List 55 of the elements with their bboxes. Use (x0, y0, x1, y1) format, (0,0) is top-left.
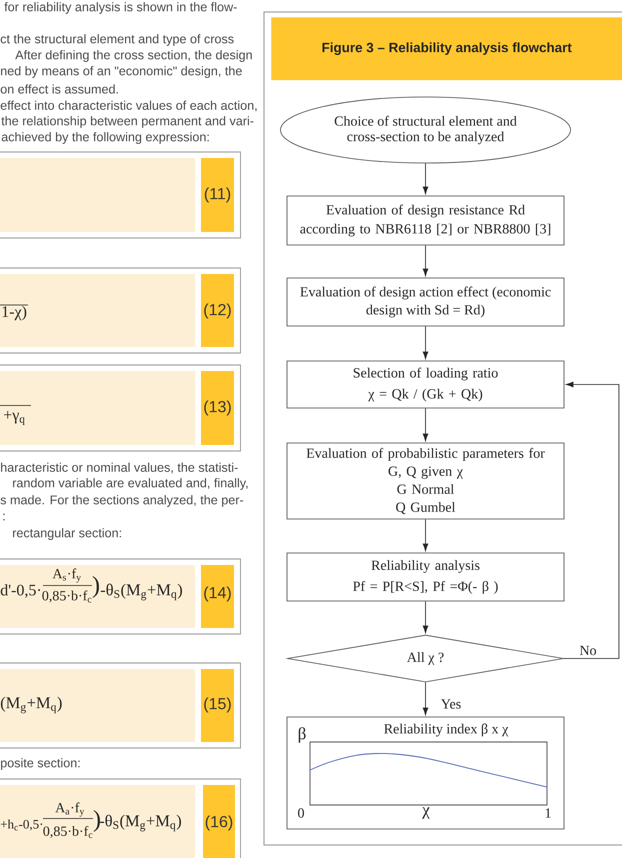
body-text: haracteristic or nominal values, the statisti- (1, 462, 238, 474)
formula: 1-χ) (0, 304, 28, 320)
node-label: -θ$_{S}$(M$_{g}$+M$_{q}$) (100, 584, 182, 600)
arrow (422, 601, 428, 634)
edge-label: Yes (440, 698, 462, 710)
process-box: Evaluation of design resistance Rd according to NBR6118 [2] or NBR8800 [3] (286, 196, 564, 246)
body-text: on effect is assumed. (0, 84, 118, 94)
arrow (564, 382, 620, 659)
body-text: : (3, 514, 5, 520)
tick-label: 0 (298, 808, 304, 818)
body-text: for reliability analysis is shown in the flow- (4, 2, 237, 14)
formula: +γ$_{q}$ (0, 405, 32, 425)
body-text: effect into characteristic values of each action, (0, 100, 257, 112)
node-label: ) (94, 810, 100, 832)
body-text: ned by means of an "economic" design, the (1, 66, 242, 78)
axis-label: β (298, 727, 306, 743)
node-label: A$_{a}$·f$_{y}$ (55, 802, 84, 817)
node-label: +h$_{c}$-0,5· (0, 820, 42, 831)
arrow (422, 682, 428, 716)
equation-number: (14) (201, 565, 234, 628)
node-label: A$_{s}$·f$_{y}$ (52, 568, 82, 583)
arrow (422, 163, 428, 194)
equation-number: (15) (201, 669, 234, 742)
title-banner: Figure 3 – Reliability analysis flowchart (271, 17, 622, 80)
process-box: Reliability analysis Pf = P[R<S], Pf =Φ(- β ) (286, 552, 564, 602)
node-label: 0,85·b·f$_{c}$ (43, 826, 92, 838)
equation-number: (12) (201, 274, 234, 347)
arrow (422, 245, 428, 276)
body-text: posite section: (1, 758, 80, 770)
equation-number: (11) (201, 158, 234, 232)
body-text: random variable are evaluated and, finally, (13, 478, 248, 490)
arrow (422, 326, 428, 360)
body-text: ct the structural element and type of cross (0, 34, 234, 46)
arrow (422, 408, 428, 442)
process-box: Evaluation of design action effect (economic design with Sd = Rd) (286, 278, 564, 326)
formula: d'-0,5· A$_{s}$·f$_{y}$ 0,85·b·f$_{c}$ )-θ$_{S}$(M$_{g}$+M$_{q}$) (0, 568, 182, 603)
equation-number: (16) (203, 785, 235, 858)
body-text: the relationship between permanent and vari- (1, 116, 254, 128)
body-text: achieved by the following expression: (2, 132, 209, 144)
body-text: After defining the cross section, the design (15, 50, 252, 62)
arrow (422, 519, 428, 552)
node-label: d'-0,5· (0, 584, 40, 598)
edge-label: No (578, 644, 598, 656)
formula: (M$_{g}$+M$_{q}$) (0, 696, 62, 714)
node-label: -θ$_{S}$(M$_{g}$+M$_{q}$) (100, 814, 181, 832)
node-label: ) (92, 576, 99, 598)
node-label: 0,85·b·f$_{c}$ (42, 590, 92, 603)
process-box: Evaluation of probabilistic parameters for G, Q given χ G Normal Q Gumbel (286, 442, 564, 520)
process-box: Selection of loading ratio χ = Qk / (Gk + Qk) (286, 360, 564, 408)
tick-label: 1 (546, 808, 551, 818)
body-text: rectangular section: (13, 528, 121, 540)
chart-title: Reliability index β x χ (384, 724, 508, 736)
body-text: s made. For the sections analyzed, the per- (0, 495, 244, 507)
equation-number: (13) (201, 371, 234, 445)
axis-label: χ (422, 807, 430, 819)
